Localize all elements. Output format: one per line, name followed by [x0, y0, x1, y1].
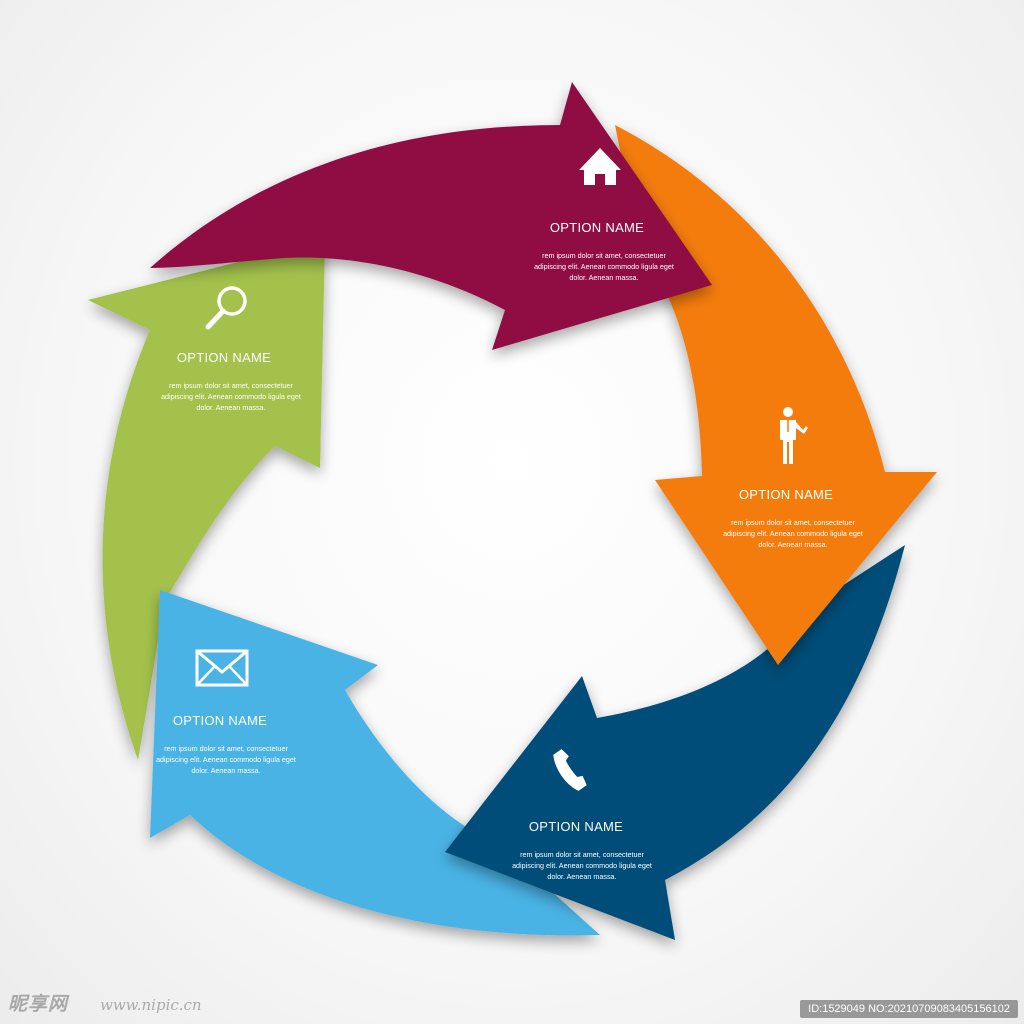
arrow-person — [615, 125, 937, 665]
option-body-line: dolor. Aenean massa. — [569, 273, 638, 282]
option-body-line: dolor. Aenean massa. — [191, 766, 260, 775]
segment-search — [88, 240, 325, 760]
option-title: OPTION NAME — [177, 350, 271, 365]
watermark-url: www.nipic.cn — [100, 996, 202, 1014]
option-body-line: rem ipsum dolor sit amet, consectetuer — [731, 518, 855, 527]
watermark-logo: 昵享网 — [8, 993, 69, 1015]
home-icon — [579, 148, 621, 185]
option-title: OPTION NAME — [550, 220, 644, 235]
option-title: OPTION NAME — [739, 487, 833, 502]
option-search-text: OPTION NAME rem ipsum dolor sit amet, co… — [161, 350, 301, 412]
option-title: OPTION NAME — [173, 713, 267, 728]
option-body-line: dolor. Aenean massa. — [196, 403, 265, 412]
option-body-line: adipiscing elit. Aenean commodo ligula e… — [156, 755, 296, 764]
watermark-id: ID:1529049 NO:20210709083405156102 — [800, 1000, 1018, 1018]
option-mail-text: OPTION NAME rem ipsum dolor sit amet, co… — [156, 713, 296, 775]
option-body-line: adipiscing elit. Aenean commodo ligula e… — [161, 392, 301, 401]
option-body-line: adipiscing elit. Aenean commodo ligula e… — [723, 529, 863, 538]
option-body-line: rem ipsum dolor sit amet, consectetuer — [542, 251, 666, 260]
option-body-line: rem ipsum dolor sit amet, consectetuer — [169, 381, 293, 390]
arrow-home — [150, 82, 712, 350]
option-body-line: dolor. Aenean massa. — [758, 540, 827, 549]
option-title: OPTION NAME — [529, 819, 623, 834]
option-body-line: adipiscing elit. Aenean commodo ligula e… — [512, 861, 652, 870]
option-home-text: OPTION NAME rem ipsum dolor sit amet, co… — [534, 220, 674, 282]
segment-home — [150, 82, 712, 350]
option-body-line: adipiscing elit. Aenean commodo ligula e… — [534, 262, 674, 271]
option-body-line: rem ipsum dolor sit amet, consectetuer — [164, 744, 288, 753]
mail-icon — [195, 649, 249, 687]
option-body-line: rem ipsum dolor sit amet, consectetuer — [520, 850, 644, 859]
person-icon — [780, 407, 808, 464]
search-icon — [205, 286, 247, 330]
option-person-text: OPTION NAME rem ipsum dolor sit amet, co… — [723, 487, 863, 549]
phone-icon — [553, 749, 587, 791]
arrow-search — [88, 240, 325, 760]
option-phone-text: OPTION NAME rem ipsum dolor sit amet, co… — [512, 819, 652, 881]
segment-person — [615, 125, 937, 665]
option-body-line: dolor. Aenean massa. — [547, 872, 616, 881]
